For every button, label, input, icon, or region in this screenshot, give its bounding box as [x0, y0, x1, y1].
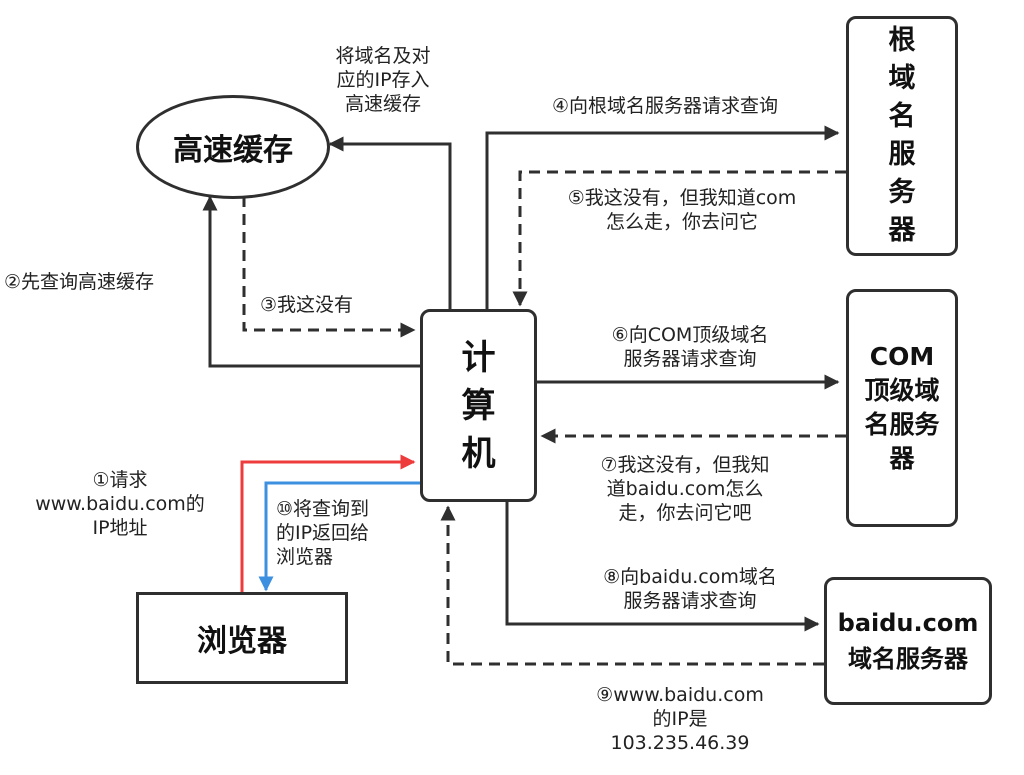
step2-label: ②先查询高速缓存 [4, 271, 155, 293]
step9-label: ⑨www.baidu.com 的IP是 103.235.46.39 [596, 684, 764, 754]
store-cache-label: 将域名及对 应的IP存入 高速缓存 [335, 45, 431, 115]
browser-label: 浏览器 [197, 624, 287, 659]
baidu-server-label: baidu.com 域名服务器 [837, 609, 979, 673]
baidu-server-node: baidu.com 域名服务器 [824, 577, 992, 705]
computer-node: 计 算 机 [420, 309, 537, 502]
browser-node: 浏览器 [136, 592, 348, 684]
root-server-node: 根 域 名 服 务 器 [846, 16, 958, 256]
step10-label: ⑩将查询到 的IP返回给 浏览器 [276, 498, 370, 568]
step5-label: ⑤我这没有，但我知道com 怎么走，你去问它 [567, 187, 797, 233]
arrow-store-cache [328, 136, 452, 309]
step6-label: ⑥向COM顶级域名 服务器请求查询 [611, 324, 769, 370]
step7-label: ⑦我这没有，但我知 道baidu.com怎么 走，你去问它吧 [600, 454, 770, 524]
arrow-return-ip [258, 481, 420, 592]
arrow-cache-miss [242, 196, 416, 338]
arrow-query-baidu [505, 502, 820, 632]
cache-node: 高速缓存 [136, 95, 330, 199]
computer-label: 计 算 机 [461, 337, 496, 474]
com-server-label: COM 顶级域 名服务 器 [864, 342, 940, 473]
com-server-node: COM 顶级域 名服务 器 [846, 289, 958, 527]
arrow-request-ip [240, 454, 416, 592]
arrow-root-reply [512, 170, 846, 307]
root-server-label: 根 域 名 服 务 器 [888, 25, 916, 246]
arrow-query-root [485, 125, 840, 309]
step1-label: ①请求 www.baidu.com的 IP地址 [35, 469, 205, 539]
step4-label: ④向根域名服务器请求查询 [551, 95, 779, 117]
cache-label: 高速缓存 [173, 133, 293, 168]
step3-label: ③我这没有 [260, 294, 354, 316]
arrow-query-cache [202, 195, 420, 368]
step8-label: ⑧向baidu.com域名 服务器请求查询 [603, 566, 777, 612]
